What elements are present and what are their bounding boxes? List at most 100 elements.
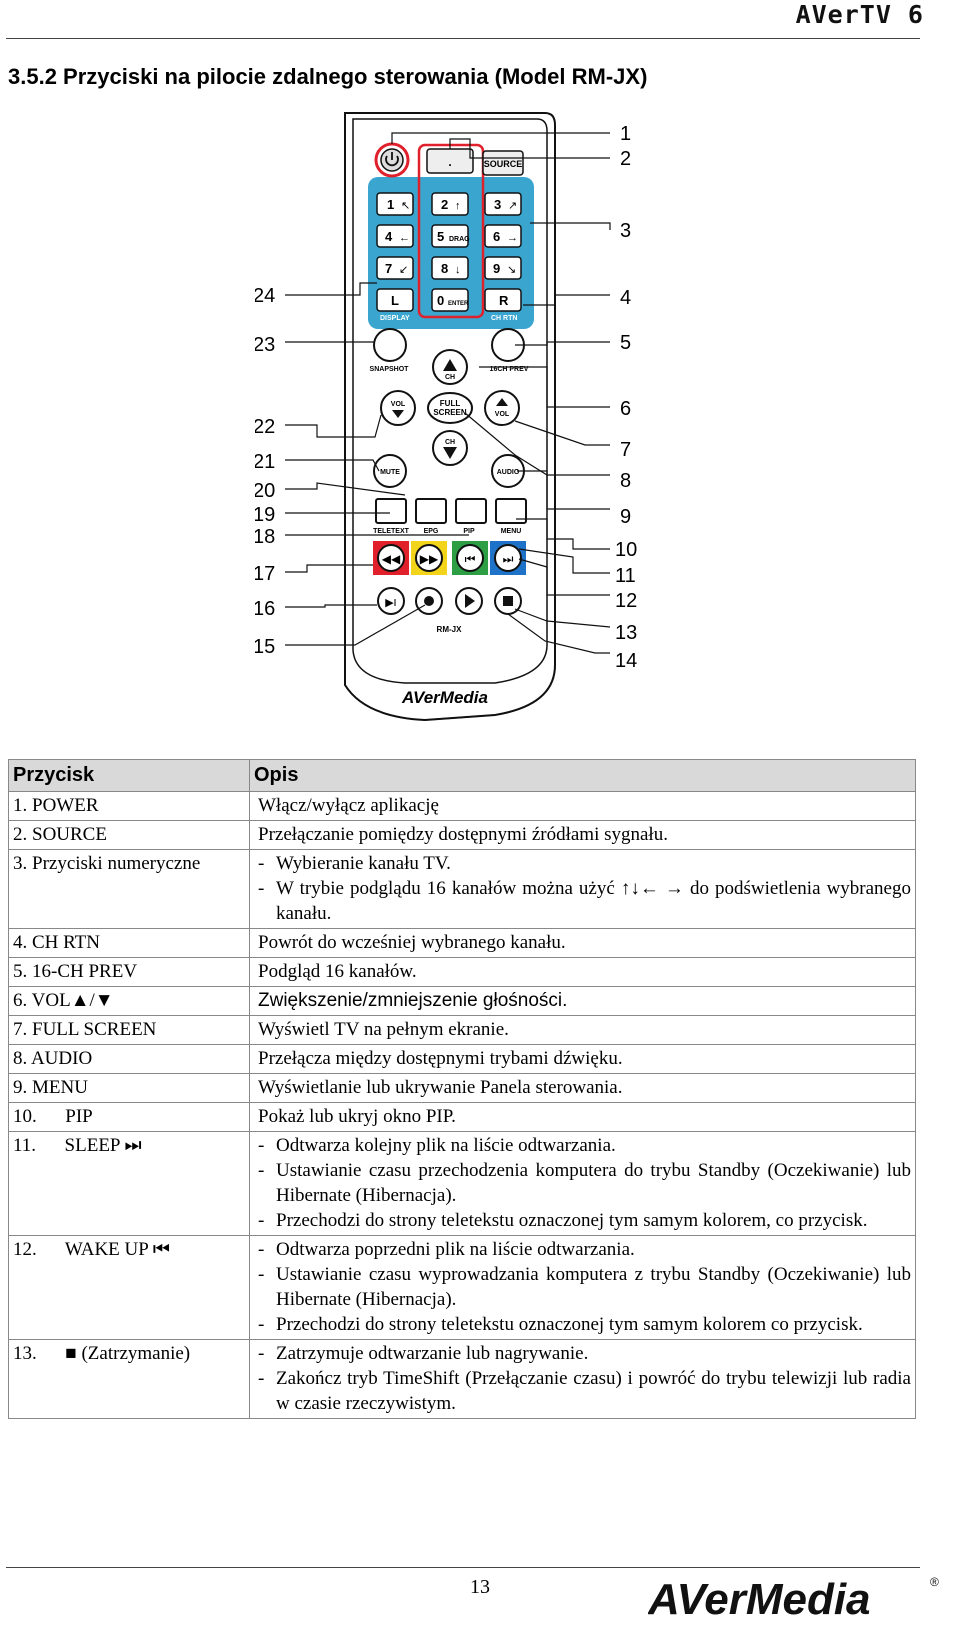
section-title: 3.5.2 Przyciski na pilocie zdalnego ster… bbox=[8, 64, 648, 89]
svg-text:7: 7 bbox=[385, 261, 392, 276]
page-number: 13 bbox=[470, 1576, 490, 1598]
menu-button bbox=[495, 498, 527, 524]
header-description: Opis bbox=[249, 759, 916, 792]
next-button bbox=[494, 544, 522, 572]
arrow-left-icon: ← bbox=[399, 232, 410, 244]
callout-17: 17 bbox=[255, 563, 275, 585]
model-label: RM-JX bbox=[437, 625, 463, 634]
svg-text:PIP: PIP bbox=[463, 528, 475, 535]
registered-mark: ® bbox=[930, 1575, 939, 1589]
svg-text:CH: CH bbox=[445, 374, 455, 381]
svg-text:L: L bbox=[391, 293, 399, 308]
svg-text:5: 5 bbox=[437, 229, 444, 244]
callout-9: 9 bbox=[620, 506, 631, 528]
key-1: 1↖ bbox=[376, 192, 414, 216]
table-row: 7. FULL SCREEN Wyświetl TV na pełnym ekr… bbox=[8, 1015, 916, 1045]
forward-button bbox=[415, 544, 443, 572]
prev-track-icon: ⏮ bbox=[465, 552, 476, 566]
callout-7: 7 bbox=[620, 439, 631, 461]
forward-icon: ▶▶ bbox=[420, 552, 439, 566]
table-row: 4. CH RTN Powrót do wcześniej wybranego … bbox=[8, 928, 916, 958]
callout-10: 10 bbox=[615, 539, 637, 561]
footer-rule bbox=[6, 1567, 920, 1568]
svg-text:DRAG: DRAG bbox=[449, 236, 470, 243]
key-2: 2↑ bbox=[431, 192, 469, 216]
svg-text:9: 9 bbox=[493, 261, 500, 276]
svg-text:VOL: VOL bbox=[495, 411, 510, 418]
table-row: 10. PIP Pokaż lub ukryj okno PIP. bbox=[8, 1102, 916, 1132]
svg-text:MENU: MENU bbox=[501, 528, 522, 535]
play-pause-button bbox=[377, 587, 405, 615]
callout-1: 1 bbox=[620, 123, 631, 145]
callout-14: 14 bbox=[615, 650, 637, 672]
callout-5: 5 bbox=[620, 332, 631, 354]
arrow-up-icon: ↑ bbox=[455, 200, 461, 212]
dot-label: . bbox=[448, 155, 451, 169]
mute-button bbox=[373, 454, 407, 488]
svg-text:8: 8 bbox=[441, 261, 448, 276]
svg-text:TELETEXT: TELETEXT bbox=[373, 528, 410, 535]
arrow-ur-icon: ↗ bbox=[508, 200, 517, 212]
table-row: 12. WAKE UP ⏮ -Odtwarza poprzedni plik n… bbox=[8, 1235, 916, 1340]
callout-20: 20 bbox=[255, 480, 275, 502]
epg-button bbox=[415, 498, 447, 524]
prev-button bbox=[456, 544, 484, 572]
table-row: 2. SOURCE Przełączanie pomiędzy dostępny… bbox=[8, 820, 916, 850]
remote-inner-outline bbox=[352, 118, 548, 684]
callout-22: 22 bbox=[255, 416, 275, 438]
display-label: DISPLAY bbox=[380, 315, 410, 322]
record-icon bbox=[424, 596, 434, 606]
svg-text:R: R bbox=[499, 293, 509, 308]
stop-icon bbox=[503, 596, 513, 606]
arrow-ul-icon: ↖ bbox=[401, 200, 410, 212]
svg-text:6: 6 bbox=[493, 229, 500, 244]
pip-button bbox=[455, 498, 487, 524]
button-description-table: Przycisk Opis 1. POWER Włącz/wyłącz apli… bbox=[8, 759, 916, 1419]
footer-logo: AVerMedia ® bbox=[647, 1572, 948, 1627]
key-4: 4← bbox=[376, 224, 414, 248]
key-3: 3↗ bbox=[484, 192, 522, 216]
callout-3: 3 bbox=[620, 220, 631, 242]
table-row: 8. AUDIO Przełącza między dostępnymi try… bbox=[8, 1044, 916, 1074]
callout-12: 12 bbox=[615, 590, 637, 612]
rewind-button bbox=[377, 544, 405, 572]
svg-text:MUTE: MUTE bbox=[380, 469, 400, 476]
remote-bottom-cap bbox=[344, 640, 556, 721]
table-row: 11. SLEEP ⏭ -Odtwarza kolejny plik na li… bbox=[8, 1131, 916, 1236]
table-row: 1. POWER Włącz/wyłącz aplikację bbox=[8, 791, 916, 821]
key-8: 8↓ bbox=[431, 256, 469, 280]
source-button bbox=[482, 150, 524, 176]
callout-8: 8 bbox=[620, 470, 631, 492]
callout-23: 23 bbox=[255, 334, 275, 356]
next-track-icon: ⏭ bbox=[503, 552, 514, 566]
table-header-row: Przycisk Opis bbox=[8, 759, 916, 792]
key-7: 7↙ bbox=[376, 256, 414, 280]
source-label: SOURCE bbox=[484, 159, 523, 169]
callout-11: 11 bbox=[615, 565, 636, 587]
arrow-right-icon: → bbox=[507, 232, 518, 244]
keypad-red-outline bbox=[417, 143, 485, 319]
play-icon bbox=[465, 594, 475, 608]
power-icon bbox=[385, 152, 399, 167]
table-row: 3. Przyciski numeryczne -Wybieranie kana… bbox=[8, 849, 916, 929]
callout-4: 4 bbox=[620, 287, 631, 309]
footer-logo-text: AVerMedia bbox=[648, 1575, 871, 1622]
arrow-dr-icon: ↘ bbox=[507, 264, 516, 276]
vol-down-button bbox=[380, 390, 416, 426]
callout-18: 18 bbox=[255, 526, 275, 548]
table-row: 5. 16-CH PREV Podgląd 16 kanałów. bbox=[8, 957, 916, 987]
key-L: L bbox=[376, 288, 414, 312]
key-5: 5 DRAG bbox=[431, 224, 470, 248]
teletext-button bbox=[375, 498, 407, 524]
arrow-down-icon: ↓ bbox=[455, 264, 461, 276]
key-9: 9↘ bbox=[484, 256, 522, 280]
snapshot-button bbox=[373, 328, 407, 362]
svg-text:EPG: EPG bbox=[424, 528, 439, 535]
callout-2: 2 bbox=[620, 148, 631, 170]
header-button: Przycisk bbox=[8, 759, 250, 792]
callout-16: 16 bbox=[255, 598, 275, 620]
svg-text:VOL: VOL bbox=[391, 401, 406, 408]
callout-21: 21 bbox=[255, 451, 275, 473]
